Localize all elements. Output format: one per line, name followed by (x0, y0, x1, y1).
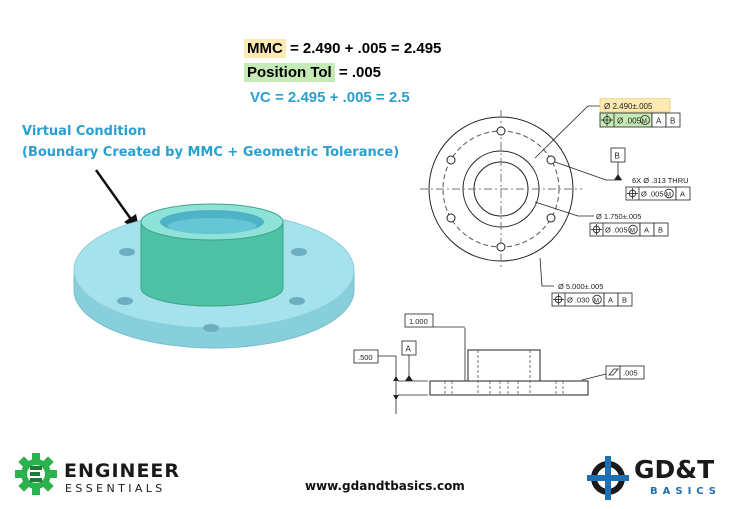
holes-fcf-value: Ø .005 (641, 190, 664, 199)
vc-formula: VC = 2.495 + .005 = 2.5 (250, 89, 410, 106)
flange-dim-box (353, 349, 379, 364)
leader-bore (534, 201, 594, 217)
boss-fcf-datum-b: B (670, 117, 675, 126)
holes-note: 6X Ø .313 THRU (632, 176, 689, 185)
bore-inner (168, 218, 256, 234)
flatness-fcf: .005 (605, 365, 645, 380)
bore-fcf: Ø .005 M A B (589, 222, 669, 237)
pointer-arrow-shaft (94, 169, 135, 223)
holes-position-icon (627, 188, 638, 199)
flatness-value: .005 (623, 369, 638, 378)
website-url[interactable]: www.gdandtbasics.com (305, 479, 465, 493)
bore-fcf-value: Ø .005 (605, 226, 628, 235)
datum-a-label: A (406, 345, 412, 354)
leader-od (539, 257, 554, 287)
bolt-hole-3 (117, 297, 133, 305)
mmc-modifier-icon (640, 115, 650, 125)
flatness-leader (581, 373, 607, 381)
flange-dim-arrow-bottom (393, 395, 399, 400)
bolt-hole-2 (291, 248, 307, 256)
virtual-condition-title: Virtual Condition (22, 124, 147, 139)
height-dim-box (404, 313, 434, 328)
height-dim-value: 1.000 (409, 317, 428, 326)
drawing-hole-4 (496, 242, 506, 252)
flatness-icon (608, 368, 619, 376)
boss-fcf-datum-a: A (656, 117, 662, 126)
position-tolerance-expression: = .005 (334, 64, 382, 81)
flange-dim-arrow-top (393, 376, 399, 381)
od-datum-a: A (608, 296, 613, 305)
position-tolerance-formula: Position Tol = .005 (244, 63, 382, 82)
holes-fcf: Ø .005 M A (625, 186, 691, 201)
flange-3d-illustration (73, 169, 355, 349)
virtual-condition-label: Virtual Condition (Boundary Created by M… (22, 121, 399, 163)
bore-datum-a: A (644, 226, 649, 235)
od-mmc-letter: M (594, 297, 599, 304)
bore-mmc-icon (628, 224, 638, 235)
boss-fcf-value: Ø .005 (617, 117, 642, 126)
datum-b-label: B (615, 152, 620, 161)
boss-size-highlight (599, 98, 671, 113)
leader-holes (554, 161, 622, 181)
gdt-basics-line2: BASICS (650, 486, 722, 497)
engineer-essentials-logo[interactable] (14, 452, 58, 501)
drawing-hole-3 (546, 213, 556, 223)
virtual-condition-subtitle: (Boundary Created by MMC + Geometric Tol… (22, 145, 400, 160)
holes-datum-a: A (680, 190, 685, 199)
drawing-hole-2 (546, 155, 556, 165)
gdt-basics-line1: GD&T (634, 455, 715, 484)
engineer-essentials-line2: ESSENTIALS (65, 482, 166, 495)
holes-mmc-letter: M (666, 191, 671, 198)
bore-datum-b: B (658, 226, 663, 235)
datum-b-box (610, 147, 626, 163)
gear-icon (15, 453, 57, 495)
od-mmc-icon (592, 294, 602, 305)
mmc-label: MMC (244, 39, 286, 58)
engineering-drawing: Ø 2.490±.005 Ø .005 M A B B 6X Ø .313 TH… (353, 98, 691, 414)
bore-position-icon (591, 224, 602, 235)
mmc-modifier-letter: M (642, 118, 647, 125)
od-fcf-value: Ø .030 (567, 296, 590, 305)
bore-size: Ø 1.750±.005 (596, 212, 641, 221)
position-tolerance-label: Position Tol (244, 63, 335, 82)
bolt-hole-5 (203, 324, 219, 332)
od-position-icon (553, 294, 564, 305)
drawing-hole-5 (446, 213, 456, 223)
position-symbol-icon (601, 114, 613, 126)
drawing-hole-1 (496, 126, 506, 136)
engineer-essentials-line1: ENGINEER (64, 460, 181, 482)
side-view-flange (429, 380, 589, 396)
boss-fcf-datum-b-cell (665, 112, 681, 128)
flange-dim-value: .500 (358, 353, 373, 362)
mmc-expression: = 2.490 + .005 = 2.495 (285, 40, 442, 57)
od-fcf: Ø .030 M A B (551, 292, 633, 307)
holes-mmc-icon (664, 188, 674, 199)
datum-a-triangle (405, 375, 413, 381)
od-size: Ø 5.000±.005 (558, 282, 603, 291)
side-view (395, 328, 607, 414)
datum-b-triangle (614, 174, 622, 180)
gdt-position-logo-icon (587, 456, 629, 500)
bolt-hole-1 (119, 248, 135, 256)
bolt-hole-4 (289, 297, 305, 305)
od-datum-b: B (622, 296, 627, 305)
drawing-hole-6 (446, 155, 456, 165)
boss-virtual-condition (140, 221, 284, 307)
leader-boss (534, 105, 602, 159)
mmc-formula: MMC = 2.490 + .005 = 2.495 (244, 39, 442, 58)
bore-mmc-letter: M (630, 227, 635, 234)
boss-size-callout: Ø 2.490±.005 (604, 102, 653, 111)
side-view-boss (467, 349, 541, 382)
